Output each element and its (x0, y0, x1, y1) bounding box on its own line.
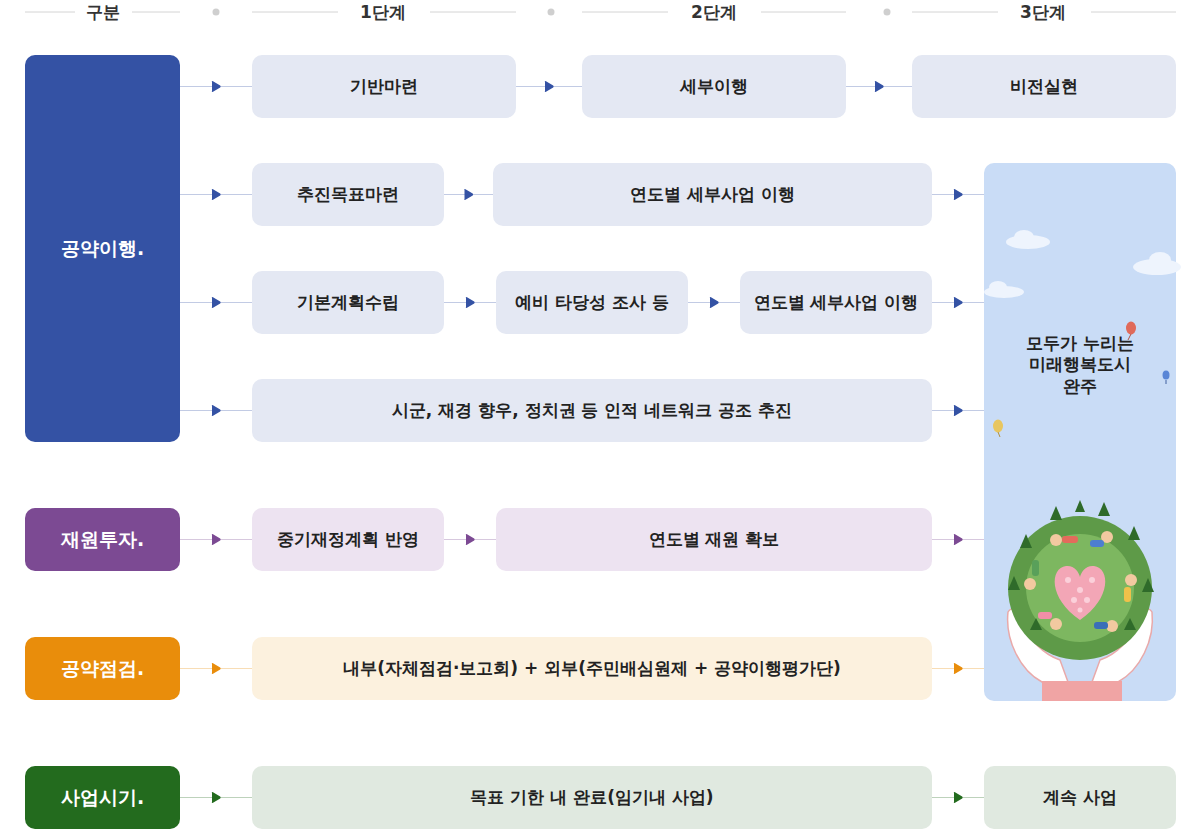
category-box: 공약점검. (25, 637, 180, 700)
process-box: 연도별 세부사업 이행 (740, 271, 932, 334)
column-header: 2단계 (685, 0, 743, 24)
box-label: 예비 타당성 조사 등 (515, 292, 669, 313)
stage-box: 비전실현 (912, 55, 1176, 118)
box-label: 기반마련 (350, 76, 418, 97)
cuff (1042, 681, 1122, 701)
box-label: 계속 사업 (1043, 787, 1117, 808)
flow-arrow (846, 86, 912, 87)
flow-arrow (444, 539, 496, 540)
flow-arrow (932, 797, 984, 798)
process-box: 목표 기한 내 완료(임기내 사업) (252, 766, 932, 829)
category-label: 공약이행. (61, 237, 144, 261)
column-header: 3단계 (1014, 0, 1072, 24)
box-label: 내부(자체점검·보고회) + 외부(주민배심원제 + 공약이행평가단) (343, 658, 841, 679)
vision-panel-ground (984, 163, 1176, 701)
flow-arrow (180, 668, 252, 669)
category-label: 재원투자. (61, 528, 144, 552)
people (1024, 531, 1137, 632)
globe (1008, 500, 1154, 660)
category-box: 사업시기. (25, 766, 180, 829)
stage-box: 세부이행 (582, 55, 846, 118)
category-box: 재원투자. (25, 508, 180, 571)
box-label: 연도별 세부사업 이행 (754, 292, 919, 313)
process-box: 시군, 재경 향우, 정치권 등 인적 네트워크 공조 추진 (252, 379, 932, 442)
flow-arrow (180, 86, 252, 87)
process-box: 예비 타당성 조사 등 (496, 271, 688, 334)
header-dots (213, 9, 891, 16)
vision-panel: 모두가 누리는 미래행복도시 완주 (984, 163, 1176, 701)
flow-arrow (180, 302, 252, 303)
box-label: 목표 기한 내 완료(임기내 사업) (470, 787, 713, 808)
balloons (993, 322, 1170, 438)
category-label: 사업시기. (61, 786, 144, 810)
box-label: 기본계획수립 (297, 292, 399, 313)
category-box: 공약이행. (25, 55, 180, 442)
process-box: 연도별 세부사업 이행 (493, 163, 932, 226)
process-box: 추진목표마련 (252, 163, 444, 226)
box-label: 연도별 세부사업 이행 (630, 184, 795, 205)
box-label: 중기재정계획 반영 (277, 529, 419, 550)
process-box: 내부(자체점검·보고회) + 외부(주민배심원제 + 공약이행평가단) (252, 637, 932, 700)
flow-arrow (180, 539, 252, 540)
box-label: 세부이행 (680, 76, 748, 97)
flow-arrow (444, 194, 493, 195)
flow-arrow (180, 194, 252, 195)
flow-arrow (932, 668, 984, 669)
column-header: 구분 (80, 0, 126, 24)
process-box: 중기재정계획 반영 (252, 508, 444, 571)
process-box: 연도별 재원 확보 (496, 508, 932, 571)
category-label: 공약점검. (61, 657, 144, 681)
process-box: 기본계획수립 (252, 271, 444, 334)
column-header: 1단계 (354, 0, 412, 24)
box-label: 비전실현 (1010, 76, 1078, 97)
flow-arrow (688, 302, 740, 303)
flow-arrow (932, 410, 984, 411)
flow-arrow (932, 302, 984, 303)
clouds (984, 230, 1181, 298)
flow-arrow (932, 539, 984, 540)
flow-arrow (180, 797, 252, 798)
header-rules (25, 12, 1176, 13)
box-label: 추진목표마련 (297, 184, 399, 205)
flow-arrow (180, 410, 252, 411)
flow-arrow (444, 302, 496, 303)
box-label: 시군, 재경 향우, 정치권 등 인적 네트워크 공조 추진 (392, 400, 792, 421)
box-label: 연도별 재원 확보 (649, 529, 780, 550)
flow-arrow (516, 86, 582, 87)
box-label: 모두가 누리는 미래행복도시 완주 (1024, 333, 1136, 397)
process-box: 계속 사업 (984, 766, 1176, 829)
stage-box: 기반마련 (252, 55, 516, 118)
flow-arrow (932, 194, 984, 195)
